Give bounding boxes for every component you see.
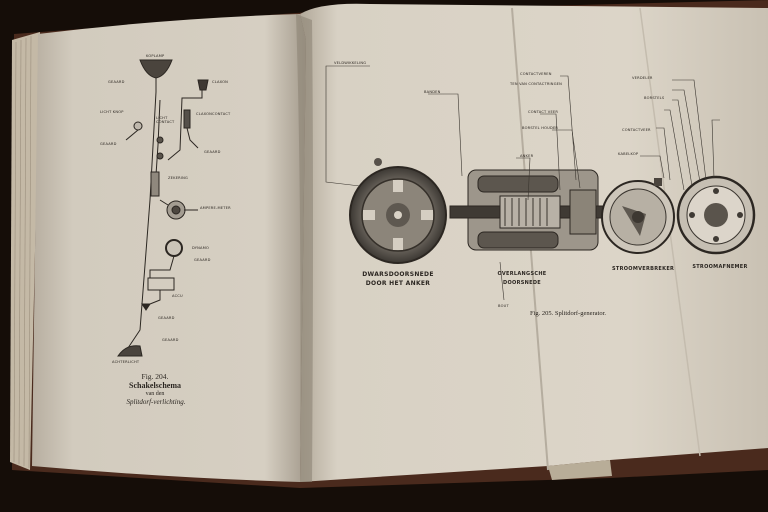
label-achterlicht: ACHTERLICHT (112, 360, 140, 364)
title-stroomafnemer: STROOMAFNEMER (692, 264, 748, 270)
label-geaard-2: GEAARD (100, 142, 117, 146)
light-switch-symbol (133, 121, 143, 131)
label-anker: ANKER (520, 154, 534, 158)
horn-symbol (197, 79, 209, 91)
label-geaard-4: GEAARD (194, 258, 211, 262)
wiring-diagram (117, 59, 209, 357)
cross-section-drawing (349, 158, 447, 264)
caption-line-3: Splitdorf-verlichting. (126, 398, 186, 406)
title-stroomverbreker: STROOMVERBREKER (612, 266, 675, 272)
fuse-symbol (150, 171, 160, 197)
label-contact-veer: CONTACT VEER (528, 110, 559, 114)
label-dynamo: DYNAMO (192, 246, 210, 250)
label-borstelhouder: BORSTEL HOUDER (522, 126, 559, 130)
accu-symbol (147, 277, 175, 291)
taillight-symbol (117, 345, 143, 357)
label-geaard-1: GEAARD (108, 80, 125, 84)
caption-line-2: van den (145, 391, 165, 397)
gutter-shadow (296, 14, 313, 482)
label-licht-knop: LICHT KNOP (100, 110, 124, 114)
horn-button-symbol (183, 109, 191, 129)
label-veldwikkeling: VELDWIKKELING (334, 61, 367, 65)
breaker-drawing (601, 178, 675, 254)
label-bout: BOUT (498, 304, 509, 308)
caption-fig-204: Fig. 204. (141, 372, 169, 381)
dynamo-symbol (165, 239, 183, 257)
label-koplamp: KOPLAMP (146, 54, 165, 58)
title-dwarsdoorsnede: DWARSDOORSNEDE DOOR HET ANKER (362, 271, 434, 287)
label-contactveren: CONTACTVEREN (520, 72, 552, 76)
label-contactringen: TEN VAN CONTACTRINGEN (510, 82, 563, 86)
label-accu: ACCU (172, 294, 183, 298)
longitudinal-section-drawing (449, 169, 611, 251)
label-claxon: CLAXON (212, 80, 229, 84)
label-claxon-contact: CLAXONCONTACT (196, 112, 231, 116)
label-zekering: ZEKERING (168, 176, 188, 180)
title-overlangsche: OVERLANGSCHE DOORSNEDE (497, 271, 547, 286)
label-geaard-6: GEAARD (162, 338, 179, 342)
label-contactveer-2: CONTACTVEER (622, 128, 651, 132)
label-borstels: BORSTELS (644, 96, 665, 100)
label-verdeler: VERDELER (632, 76, 653, 80)
caption-title-schakelschema: Schakelschema (129, 381, 181, 390)
label-kabelkop: KABELKOP (618, 152, 639, 156)
label-geaard-5: GEAARD (158, 316, 175, 320)
caption-fig-205: Fig. 205. Splitdorf-generator. (530, 310, 607, 317)
distributor-drawing (676, 175, 756, 255)
label-licht-contact: LICHT CONTACT (156, 116, 175, 124)
leader-lines (325, 65, 720, 301)
headlamp-symbol (139, 59, 173, 79)
label-banden: BANDEN (424, 90, 441, 94)
label-geaard-3: GEAARD (204, 150, 221, 154)
label-ampere-meter: AMPERE-METER (200, 206, 231, 210)
